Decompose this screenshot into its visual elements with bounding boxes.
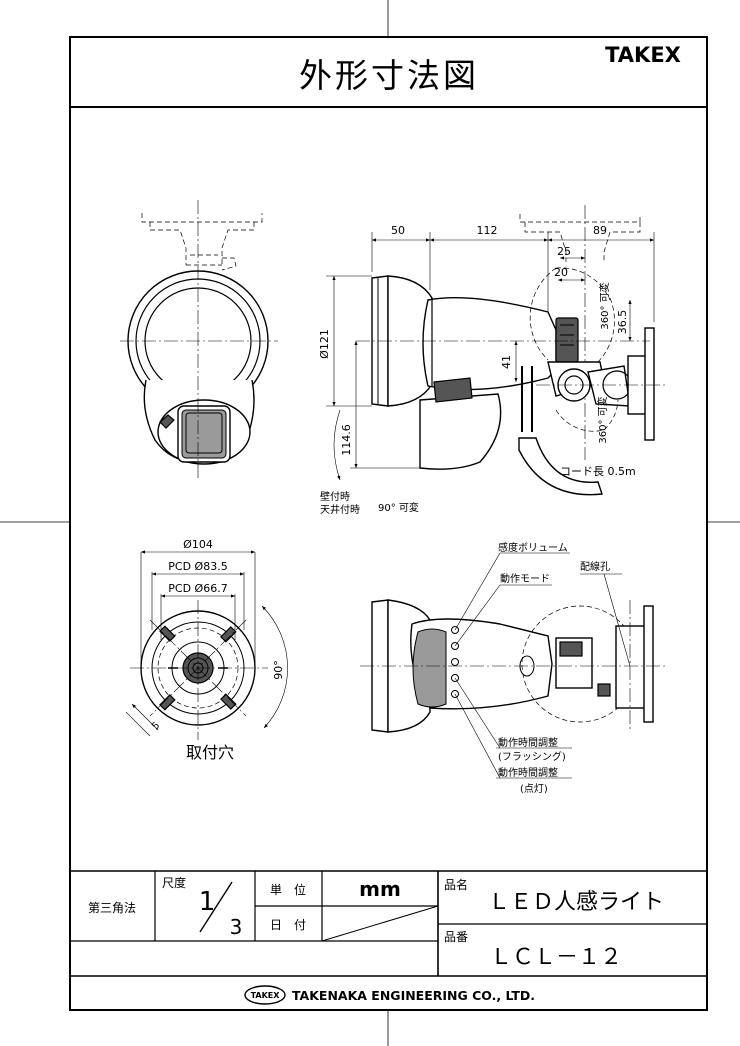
brand-logo: TAKEX <box>605 43 681 67</box>
controls-callouts: 感度ボリューム 動作モード 配線孔 動作時間調整 (フラッシング) 動作時間調整… <box>454 541 631 795</box>
side-view <box>356 205 668 496</box>
dim-20: 20 <box>554 266 568 279</box>
mount-note-wall: 壁付時 <box>320 490 350 503</box>
callout-operation-mode: 動作モード <box>500 572 550 585</box>
mount-note-ceiling: 天井付時 <box>320 503 360 516</box>
dim-5: 5 <box>150 720 162 732</box>
dim-pcd-83-5: PCD Ø83.5 <box>168 560 227 573</box>
front-view <box>120 200 278 478</box>
dim-36-5: 36.5 <box>616 310 629 335</box>
unit-label: 単 位 <box>270 882 306 897</box>
product-name: ＬＥＤ人感ライト <box>488 890 664 915</box>
projection-label: 第三角法 <box>88 901 136 915</box>
footer-badge: TAKEX <box>251 991 281 1000</box>
dim-dia-121: Ø121 <box>318 329 331 359</box>
dim-pcd-66-7: PCD Ø66.7 <box>168 582 227 595</box>
callout-time-light-1: 動作時間調整 <box>498 766 558 779</box>
mount-note-angle: 90° 可変 <box>378 501 419 514</box>
mounting-holes-dimensions: Ø104 PCD Ø83.5 PCD Ø66.7 90° 5 取付穴 <box>125 538 288 762</box>
cord-length: コード長 0.5m <box>560 465 636 478</box>
scale-label: 尺度 <box>162 875 186 890</box>
product-number-label: 品番 <box>444 930 468 944</box>
callout-sensitivity-volume: 感度ボリューム <box>498 541 568 554</box>
page-title: 外形寸法図 <box>299 56 479 95</box>
dim-89: 89 <box>593 224 607 237</box>
holes-caption: 取付穴 <box>186 743 234 762</box>
rotation-label-bottom: 360° 可変 <box>596 396 609 443</box>
company-name: TAKENAKA ENGINEERING CO., LTD. <box>292 988 535 1003</box>
callout-time-light-2: (点灯) <box>520 783 548 795</box>
mounting-holes-view <box>130 600 268 740</box>
dim-50: 50 <box>391 224 405 237</box>
controls-view <box>360 599 665 733</box>
dim-41: 41 <box>500 355 513 369</box>
product-number: ＬＣＬ－１２ <box>490 945 622 970</box>
dim-112: 112 <box>477 224 498 237</box>
callout-time-flash-1: 動作時間調整 <box>498 736 558 749</box>
side-view-dimensions: 50 112 89 25 20 36.5 41 Ø121 114.6 360° … <box>318 224 655 516</box>
title-block: 第三角法 尺度 1 3 単 位 mm 日 付 品名 ＬＥＤ人感ライト 品番 ＬＣ… <box>70 870 707 977</box>
dim-angle-90: 90° <box>272 660 285 680</box>
scale-numerator: 1 <box>199 887 216 917</box>
dim-25: 25 <box>557 245 571 258</box>
dim-114-6: 114.6 <box>340 424 353 456</box>
date-label: 日 付 <box>270 918 306 932</box>
scale-denominator: 3 <box>230 915 243 939</box>
callout-wiring-hole: 配線孔 <box>580 560 610 573</box>
product-name-label: 品名 <box>444 877 468 892</box>
sheet-border <box>69 36 708 1011</box>
callout-time-flash-2: (フラッシング) <box>498 750 566 763</box>
footer: TAKEX TAKENAKA ENGINEERING CO., LTD. <box>244 985 535 1005</box>
unit-value: mm <box>359 877 401 901</box>
dim-dia-104: Ø104 <box>183 538 213 551</box>
rotation-label-top: 360° 可変 <box>598 282 611 329</box>
